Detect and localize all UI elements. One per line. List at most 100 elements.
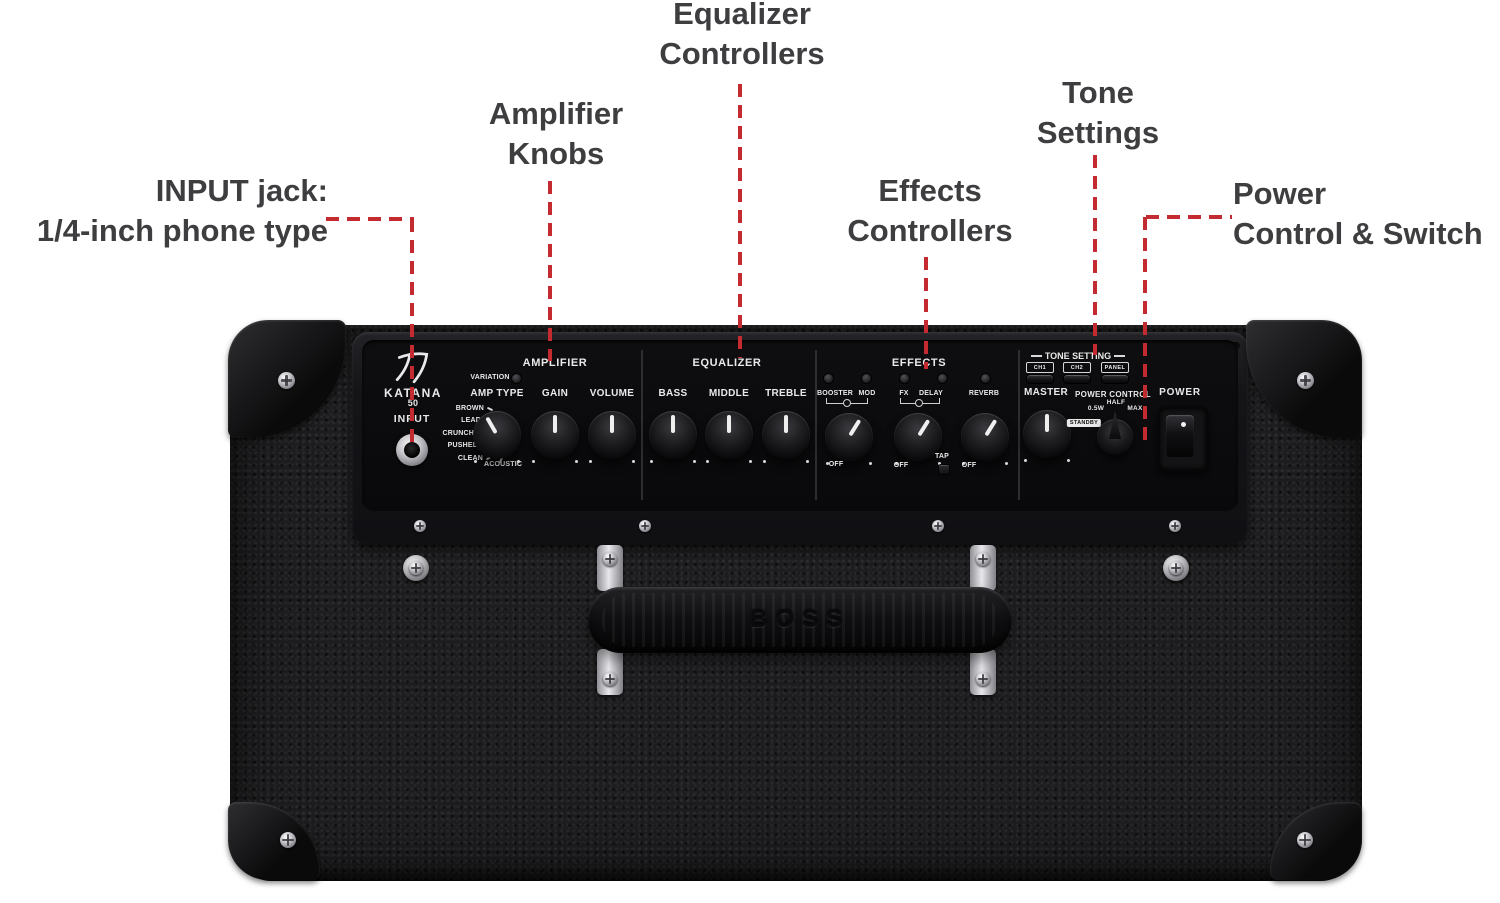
volume-knob[interactable] [588,411,636,463]
power-switch[interactable] [1157,406,1209,472]
callout-tone: Tone Settings [998,73,1198,153]
bass-label: BASS [658,388,688,399]
callout-power-line2: Control & Switch [1233,216,1483,251]
variation-led [511,373,522,384]
volume-label: VOLUME [589,388,635,399]
tone-setting-header-group: TONE SETTING [1024,351,1132,361]
fx-delay-knob[interactable] [894,413,942,465]
handle-screw [976,672,990,686]
callout-effects-line1: Effects [878,173,982,208]
amplifier-section-header: AMPLIFIER [522,357,588,369]
effects-callout-line [924,257,928,369]
amp-type-clean: CLEAN [457,455,483,462]
master-knob[interactable] [1023,410,1071,462]
callout-input-line1: INPUT jack: [155,173,328,208]
amp-type-crunch: CRUNCH [442,430,474,437]
amp-type-label: AMP TYPE [470,388,524,399]
equalizer-section-header: EQUALIZER [692,357,762,369]
fx-off-label: OFF [893,462,909,469]
standby-label: STANDBY [1066,419,1102,427]
handle-screw [603,672,617,686]
middle-knob[interactable] [705,411,753,463]
reverb-led [980,373,991,384]
booster-label: BOOSTER [816,390,854,397]
ch1-button[interactable] [1026,374,1054,384]
callout-tone-line1: Tone [1062,75,1134,110]
tone-setting-header: TONE SETTING [1044,351,1112,361]
gain-label: GAIN [541,388,569,399]
input-callout-line-v [410,219,414,445]
panel-trim-screw [639,520,651,532]
equalizer-callout-line [738,84,742,358]
ch1-label: CH1 [1026,362,1054,373]
input-callout-line-h [326,217,414,221]
ch2-label: CH2 [1063,362,1091,373]
booster-mod-knob[interactable] [825,413,873,465]
callout-power: Power Control & Switch [1233,174,1500,254]
tone-header-line [1030,355,1042,357]
section-divider [641,350,643,500]
power-callout-line-h [1146,215,1232,219]
power-control-max: MAX [1127,405,1143,412]
booster-off-label: OFF [828,461,844,468]
input-jack-hole [404,442,420,458]
reverb-off-label: OFF [961,462,977,469]
callout-tone-line2: Settings [1036,115,1160,150]
corner-screw [1297,832,1313,848]
power-switch-label: POWER [1159,387,1201,398]
panel-channel-button[interactable] [1101,374,1129,384]
callout-input: INPUT jack: 1/4-inch phone type [0,171,328,251]
baffle-screw [409,561,423,575]
callout-equalizer: Equalizer Controllers [592,0,892,74]
amp-type-acoustic: ACOUSTIC [484,461,523,468]
power-control-label: POWER CONTROL [1075,390,1151,399]
middle-label: MIDDLE [708,388,750,399]
treble-knob[interactable] [762,411,810,463]
handle-ribs [602,593,998,647]
power-callout-line-v [1143,217,1147,443]
panel-trim-screw [414,520,426,532]
amplifier-callout-line [548,181,552,361]
callout-input-line2: 1/4-inch phone type [36,213,328,248]
power-switch-rocker [1166,415,1194,457]
corner-screw [278,372,295,389]
tone-callout-line [1093,155,1097,355]
power-switch-dot [1180,422,1186,427]
booster-led [823,373,834,384]
callout-amplifier: Amplifier Knobs [406,94,706,174]
amp-type-pushed: PUSHED [447,442,478,449]
tap-label: TAP [934,453,950,460]
tone-header-line [1114,355,1126,357]
callout-equalizer-line1: Equalizer [673,0,811,31]
gain-knob[interactable] [531,411,579,463]
variation-label: VARIATION [470,374,510,381]
bass-knob[interactable] [649,411,697,463]
callout-effects: Effects Controllers [780,171,1080,251]
ch2-button[interactable] [1063,374,1091,384]
power-control-knob[interactable] [1097,411,1133,455]
carry-handle[interactable]: BOSS [588,587,1012,653]
mod-label: MOD [858,390,876,397]
callout-effects-line2: Controllers [847,213,1013,248]
power-control-half: HALF [1106,399,1126,406]
panel-channel-label: PANEL [1101,362,1129,373]
handle-screw [976,552,990,566]
delay-led [937,373,948,384]
panel-trim-screw [932,520,944,532]
treble-label: TREBLE [765,388,807,399]
callout-amplifier-line1: Amplifier [488,96,624,131]
power-control-05w: 0.5W [1087,405,1105,412]
tap-button[interactable] [938,464,950,475]
amp-type-lead: LEAD [461,417,481,424]
corner-screw [280,832,296,848]
master-label: MASTER [1023,387,1069,398]
fx-led [899,373,910,384]
section-divider [1018,350,1020,500]
reverb-knob[interactable] [961,413,1009,465]
baffle-screw [1169,561,1183,575]
amp-type-brown: BROWN [455,405,484,412]
amp-type-knob[interactable] [473,411,521,463]
handle-screw [603,552,617,566]
katana-kanji-logo [395,352,429,384]
booster-mod-dot [843,399,851,407]
